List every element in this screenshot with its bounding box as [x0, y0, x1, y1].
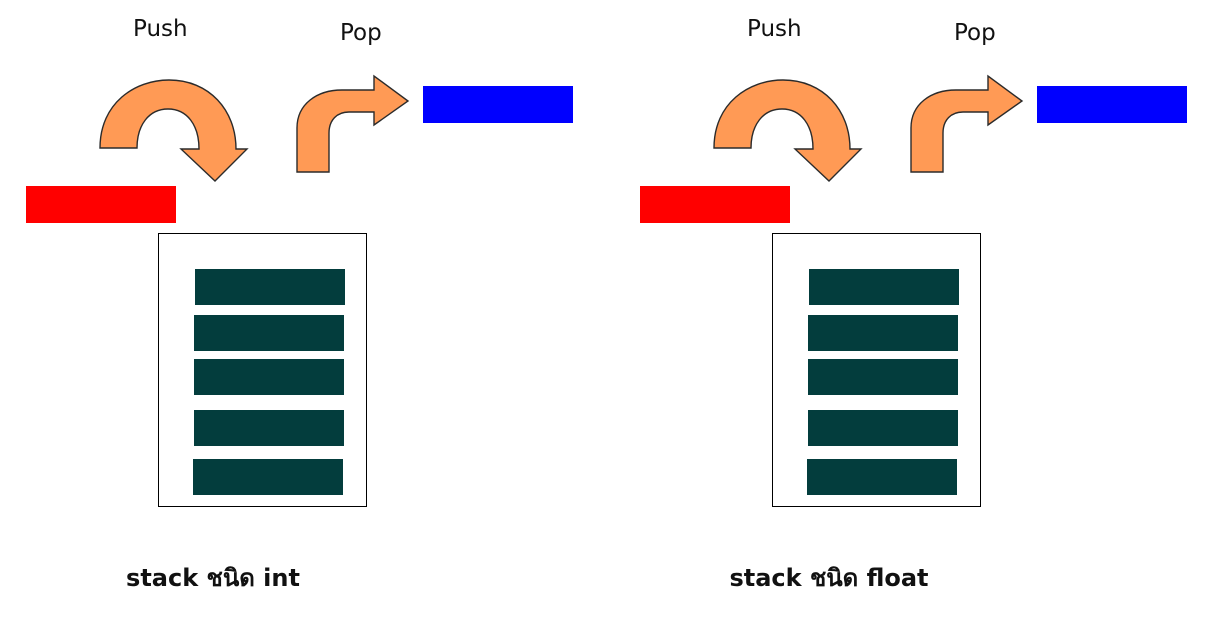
stack-container: [158, 233, 367, 507]
outgoing-item: [1037, 86, 1187, 123]
stack-slot: [807, 459, 957, 495]
stack-panel-int: Push Pop stack ชนิด int: [0, 0, 602, 626]
pop-bent-arrow-icon: [910, 74, 1024, 173]
stack-caption: stack ชนิด float: [729, 564, 929, 592]
stack-slot: [194, 410, 344, 446]
outgoing-item: [423, 86, 573, 123]
stack-slot: [195, 269, 345, 305]
stack-container: [772, 233, 981, 507]
pop-label: Pop: [954, 20, 996, 46]
incoming-item: [640, 186, 790, 223]
push-label: Push: [747, 16, 802, 42]
stack-slot: [808, 359, 958, 395]
stack-slot: [193, 459, 343, 495]
stack-slot: [808, 410, 958, 446]
stack-slot: [194, 359, 344, 395]
pop-bent-arrow-icon: [296, 74, 410, 173]
pop-label: Pop: [340, 20, 382, 46]
push-curved-arrow-icon: [713, 79, 863, 182]
incoming-item: [26, 186, 176, 223]
stack-slot: [194, 315, 344, 351]
push-label: Push: [133, 16, 188, 42]
stack-caption: stack ชนิด int: [126, 564, 300, 592]
stack-panel-float: Push Pop stack ชนิด float: [614, 0, 1205, 626]
stack-slot: [809, 269, 959, 305]
push-curved-arrow-icon: [99, 79, 249, 182]
stack-slot: [808, 315, 958, 351]
